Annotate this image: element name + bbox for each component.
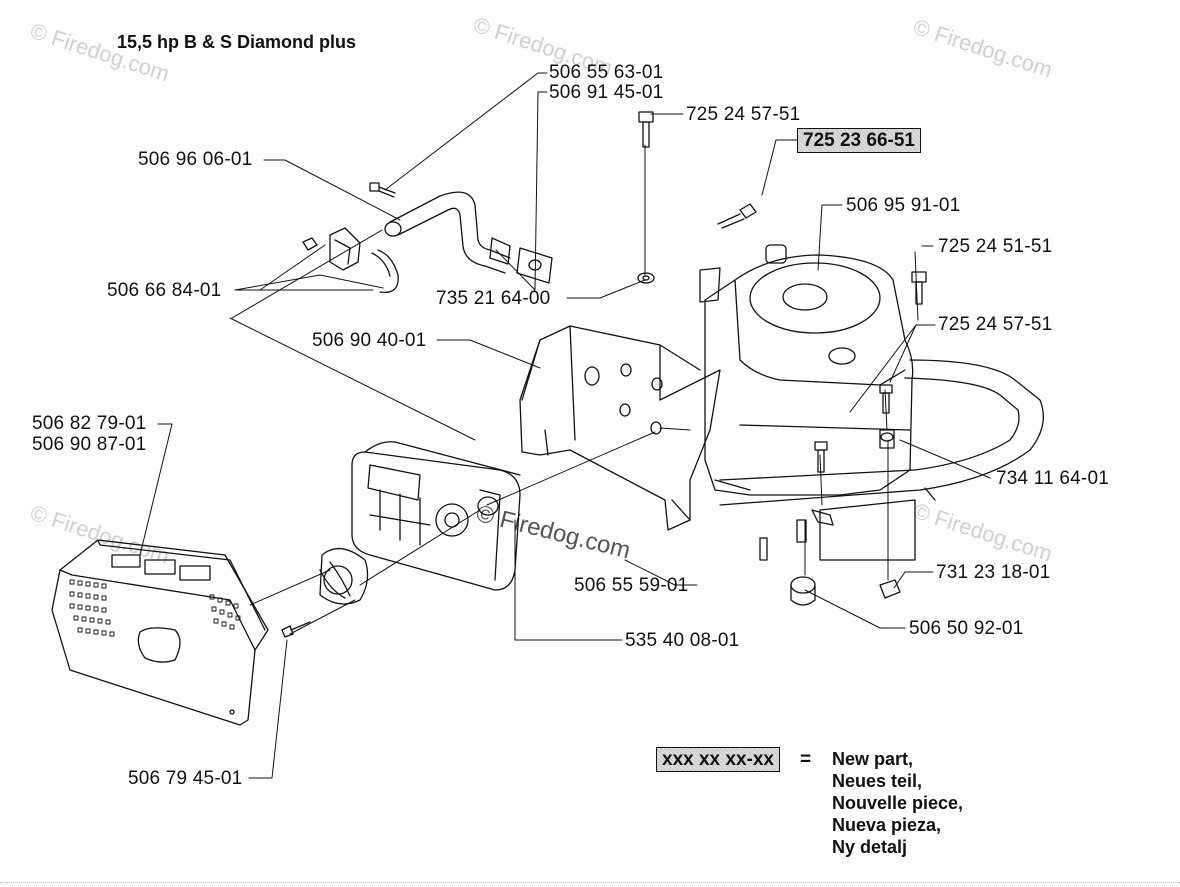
legend-line: Ny detalj: [832, 837, 908, 857]
part-label-725-23-66-51-new: 725 23 66-51: [797, 128, 921, 153]
part-label-506-90-87-01: 506 90 87-01: [32, 434, 147, 455]
part-label-506-55-59-01: 506 55 59-01: [574, 575, 689, 596]
part-label-731-23-18-01: 731 23 18-01: [936, 562, 1051, 583]
leader-lines: [139, 72, 991, 779]
part-label-506-50-92-01: 506 50 92-01: [909, 618, 1024, 639]
part-label-725-24-51-51: 725 24 51-51: [938, 236, 1053, 257]
bolt-top: [637, 111, 655, 284]
clamp: [302, 227, 399, 294]
part-label-506-55-63-01: 506 55 63-01: [549, 62, 664, 83]
screw: [281, 621, 311, 638]
part-label-506-91-45-01: 506 91 45-01: [549, 82, 664, 103]
exhaust-pipe: [369, 182, 553, 284]
engine: [699, 244, 916, 561]
part-label-506-95-91-01: 506 95 91-01: [846, 195, 961, 216]
legend-equals: =: [800, 749, 812, 770]
part-label-506-82-79-01: 506 82 79-01: [32, 413, 147, 434]
bottom-divider: [0, 882, 1180, 883]
part-label-506-66-84-01: 506 66 84-01: [107, 280, 222, 301]
part-label-735-21-64-00: 735 21 64-00: [436, 288, 551, 309]
part-label-506-79-45-01: 506 79 45-01: [128, 768, 243, 789]
frame-tube: [719, 359, 1044, 526]
part-label-725-24-57-51-right: 725 24 57-51: [938, 314, 1053, 335]
page-title: 15,5 hp B & S Diamond plus: [117, 32, 357, 52]
part-label-506-90-40-01: 506 90 40-01: [312, 330, 427, 351]
mounting-plate: [519, 325, 721, 531]
legend-line: Nueva pieza,: [832, 815, 942, 835]
muffler-guard: [51, 539, 269, 726]
legend-line: New part,: [832, 749, 914, 769]
part-label-535-40-08-01: 535 40 08-01: [625, 630, 740, 651]
bolt-angled: [717, 203, 757, 229]
part-label-725-24-57-51-top: 725 24 57-51: [686, 104, 801, 125]
legend-new-part-sample: xxx xx xx-xx: [656, 747, 780, 772]
bolts-right-side: [759, 384, 901, 606]
legend-line: Neues teil,: [832, 771, 923, 791]
legend-line: Nouvelle piece,: [832, 793, 964, 813]
part-label-506-96-06-01: 506 96 06-01: [138, 149, 253, 170]
part-label-734-11-64-01: 734 11 64-01: [996, 468, 1109, 489]
legend-text: New part, Neues teil, Nouvelle piece, Nu…: [832, 748, 963, 858]
outlet-cap: [319, 548, 369, 605]
bolt-right: [911, 271, 927, 305]
muffler: [351, 441, 521, 591]
